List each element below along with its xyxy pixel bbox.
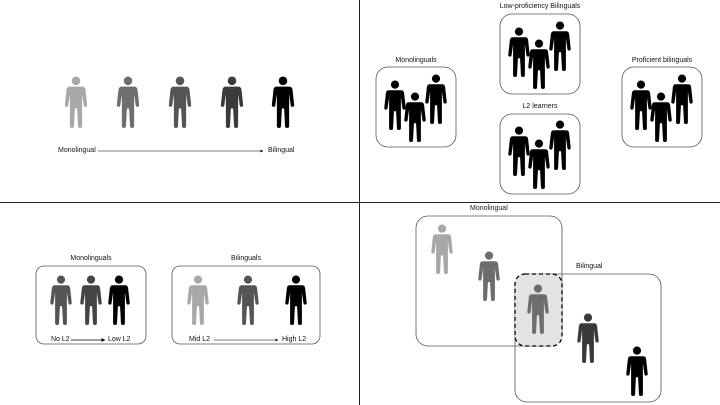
person-icon <box>508 27 530 77</box>
person-icon <box>168 76 192 128</box>
monolingual-set-label: Monolingual <box>470 205 508 212</box>
proficient-bilinguals-box <box>621 66 703 148</box>
mid-l2-label: Mid L2 <box>189 336 211 343</box>
person-icon <box>116 76 140 128</box>
person-icon <box>577 313 599 363</box>
bilinguals-box <box>171 265 321 345</box>
person-icon <box>187 275 209 325</box>
vertical-divider <box>359 0 360 405</box>
person-icon <box>508 126 530 176</box>
person-icon <box>478 251 500 301</box>
l2-learners-label: L2 learners <box>522 103 558 110</box>
monolinguals-label: Monolinguals <box>70 255 112 262</box>
bilinguals-label: Bilinguals <box>231 255 261 262</box>
monolinguals-box <box>375 66 457 148</box>
horizontal-divider <box>0 202 720 203</box>
panel-2 <box>375 13 703 195</box>
person-icon <box>108 275 130 325</box>
person-icon <box>285 275 307 325</box>
person-icon <box>626 346 648 396</box>
person-icon <box>50 275 72 325</box>
monolinguals-box <box>35 265 147 345</box>
monolingual-set-box <box>415 215 563 347</box>
bilingual-set-label: Bilingual <box>576 263 603 270</box>
person-icon <box>271 76 295 128</box>
person-icon <box>425 74 447 124</box>
proficient-bilinguals-label: Proficient bilinguals <box>631 57 693 64</box>
person-icon <box>630 80 652 130</box>
person-icon <box>384 80 406 130</box>
person-icon <box>650 92 672 142</box>
bilingual-label: Bilingual <box>268 147 295 154</box>
person-icon <box>528 139 550 189</box>
person-icon <box>64 76 88 128</box>
person-icon <box>404 92 426 142</box>
low-l2-label: Low L2 <box>108 336 131 343</box>
person-icon <box>671 74 693 124</box>
l2-learners-box <box>499 113 581 195</box>
person-icon <box>237 275 259 325</box>
high-l2-label: High L2 <box>282 336 307 343</box>
low-proficiency-bilinguals-label: Low-proficiency Bilinguals <box>499 3 581 10</box>
person-icon <box>549 21 571 71</box>
panel-1 <box>64 76 295 153</box>
monolinguals-label: Monolinguals <box>395 57 437 64</box>
person-icon <box>80 275 102 325</box>
person-icon <box>528 39 550 89</box>
panel-3 <box>35 265 321 345</box>
monolingual-label: Monolingual <box>58 147 96 154</box>
no-l2-label: No L2 <box>51 336 70 343</box>
person-icon <box>431 224 453 274</box>
person-icon <box>549 120 571 170</box>
panel-4 <box>415 215 662 403</box>
person-icon <box>220 76 244 128</box>
low-proficiency-box <box>499 13 581 95</box>
